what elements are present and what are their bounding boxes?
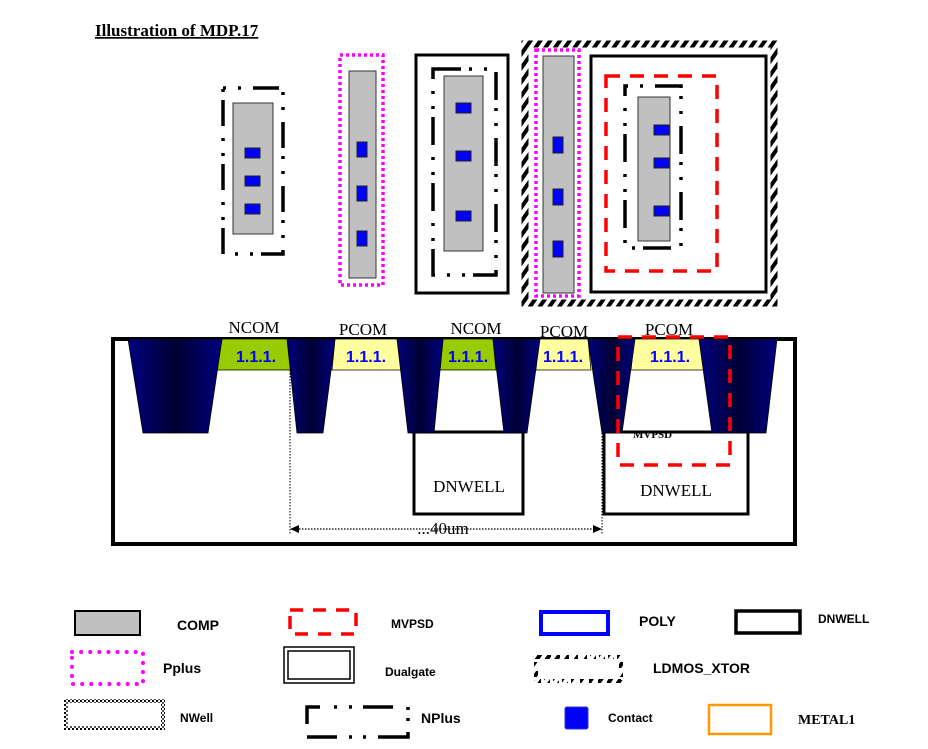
sti-trench	[396, 338, 444, 434]
structure-ldmos-xtor	[521, 40, 778, 307]
mvpsd-label: MVPSD	[633, 429, 672, 441]
rule-number: 1.1.1.	[236, 349, 276, 366]
legend-item-poly: POLY	[539, 610, 676, 636]
layout-view	[221, 40, 778, 307]
contact-shape	[455, 150, 472, 162]
dimension-label: ...40um	[417, 519, 468, 538]
nplus-outline	[431, 67, 498, 277]
rule-number: 1.1.1.	[543, 349, 583, 366]
nplus-swatch	[305, 705, 320, 724]
legend-item-metal1: METAL1	[707, 703, 855, 736]
dimension-arrow-right	[593, 525, 602, 533]
rule-number: 1.1.1.	[650, 349, 690, 366]
legend-label: COMP	[177, 617, 219, 633]
dnwell-region	[602, 430, 750, 516]
contact-shape	[244, 175, 261, 187]
region-label: NCOM	[450, 319, 501, 338]
rule-number: 1.1.1.	[448, 349, 488, 366]
legend-item-nwell: NWell	[64, 699, 213, 730]
dnwell-swatch	[734, 609, 802, 635]
structure-pplus-comp	[338, 53, 385, 287]
legend-item-comp: COMP	[74, 610, 219, 636]
legend-label: NWell	[180, 711, 213, 725]
sti-trench	[286, 338, 336, 434]
comp-shape	[348, 70, 377, 279]
region-label: PCOM	[540, 322, 588, 341]
contact-shape	[552, 240, 564, 258]
legend-label: DNWELL	[818, 612, 869, 626]
legend-label: NPlus	[421, 710, 461, 726]
legend-label: POLY	[639, 613, 676, 629]
comp-shape	[637, 96, 671, 242]
dnwell-label: DNWELL	[433, 477, 505, 496]
legend: COMP MVPSD POLY DNWELL Pplus Dualgate	[64, 608, 869, 739]
legend-item-contact: Contact	[564, 706, 653, 730]
comp-swatch	[74, 610, 141, 636]
sti-trench	[492, 338, 541, 434]
contact-swatch	[564, 706, 589, 730]
nwell-swatch	[64, 699, 165, 730]
contact-shape	[552, 188, 564, 206]
comp-shape	[443, 75, 484, 252]
legend-item-pplus: Pplus	[70, 650, 201, 686]
contact-shape	[653, 205, 670, 217]
mvpsd-outline	[604, 74, 719, 273]
rule-number: 1.1.1.	[346, 349, 386, 366]
contact-shape	[244, 147, 261, 159]
pplus-outline	[338, 53, 385, 287]
dualgate-swatch-outer	[283, 646, 355, 684]
legend-label: Contact	[608, 711, 653, 725]
contact-shape	[455, 210, 472, 222]
mvpsd-region	[616, 335, 732, 467]
legend-label: Dualgate	[385, 665, 436, 679]
contact-shape	[244, 203, 261, 215]
ldmos-xtor-outline	[521, 40, 778, 307]
sti-trench	[698, 338, 778, 434]
contact-shape	[455, 102, 472, 114]
contact-shape	[552, 136, 564, 154]
legend-item-mvpsd: MVPSD	[288, 608, 434, 636]
contact-shape	[653, 157, 670, 169]
pplus-swatch	[70, 650, 145, 686]
region-label: PCOM	[339, 320, 387, 339]
legend-item-nplus: NPlus	[305, 705, 461, 739]
nplus-outline	[623, 84, 683, 250]
dimension-arrow-left	[290, 525, 299, 533]
region-label: NCOM	[228, 318, 279, 337]
dualgate-swatch-inner	[287, 650, 351, 680]
legend-label: Pplus	[163, 660, 201, 676]
metal1-swatch	[707, 703, 773, 736]
structure-nplus-comp	[221, 86, 285, 256]
structure-dnwell-nplus-comp	[414, 53, 510, 295]
legend-label: LDMOS_XTOR	[653, 660, 750, 676]
region-label: PCOM	[645, 320, 693, 339]
cross-section: NCOM PCOM NCOM PCOM PCOM 1.1.1. 1.1.1. 1…	[111, 318, 797, 546]
sti-trench	[127, 338, 223, 434]
contact-shape	[356, 141, 368, 158]
dnwell-outline	[414, 53, 510, 295]
mvpsd-swatch	[288, 608, 358, 636]
poly-swatch	[539, 610, 610, 636]
legend-item-dnwell: DNWELL	[734, 609, 869, 635]
ldmos-xtor-swatch	[534, 655, 623, 683]
nplus-outline	[221, 86, 285, 256]
sti-trench	[587, 338, 636, 434]
legend-item-ldmos-xtor: LDMOS_XTOR	[534, 655, 750, 683]
contact-shape	[356, 230, 368, 247]
diagram-title: Illustration of MDP.17	[95, 21, 259, 40]
dnwell-outline	[589, 54, 768, 294]
legend-label: MVPSD	[391, 617, 434, 631]
contact-shape	[356, 185, 368, 202]
contact-shape	[653, 124, 670, 136]
dnwell-label: DNWELL	[640, 481, 712, 500]
legend-item-dualgate: Dualgate	[283, 646, 436, 684]
legend-label: METAL1	[798, 713, 855, 728]
nplus-swatch	[378, 732, 410, 739]
dnwell-region	[412, 430, 525, 516]
